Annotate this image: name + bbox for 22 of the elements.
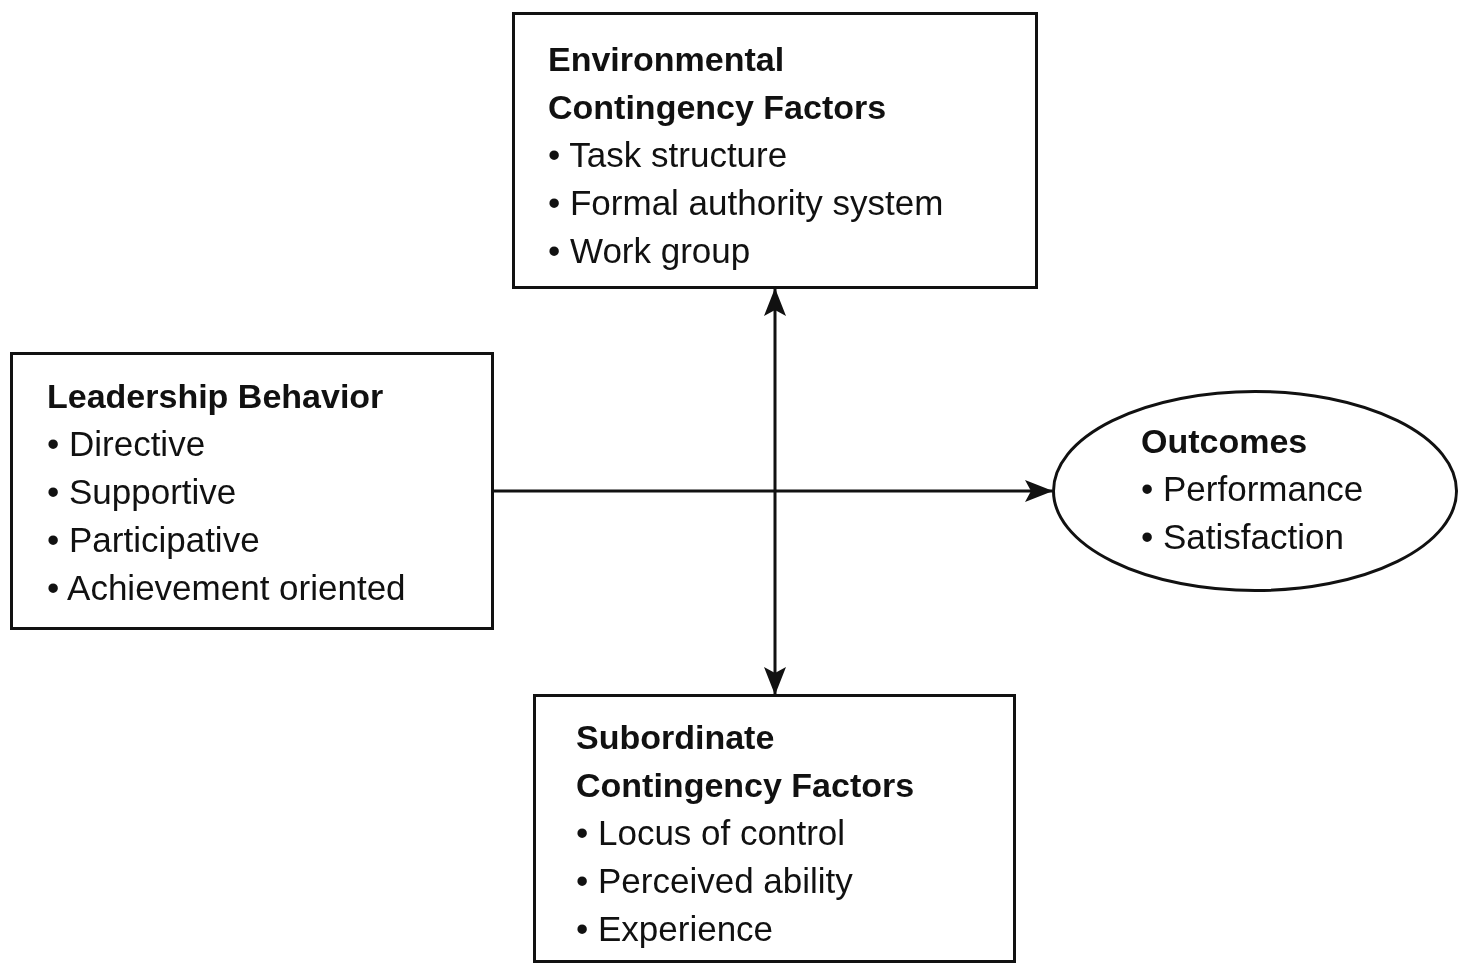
bullet-item: • Achievement oriented	[47, 567, 406, 609]
outcome-ellipse	[1052, 390, 1458, 592]
bullet-item: • Experience	[576, 908, 774, 950]
factor-box	[512, 12, 1038, 289]
bullet-item: • Participative	[47, 519, 260, 561]
bullet-item: • Performance	[1141, 468, 1364, 510]
bullet-item: • Formal authority system	[548, 182, 944, 224]
box-heading: Leadership Behavior	[47, 376, 385, 417]
bullet-item: • Locus of control	[576, 812, 846, 854]
arrow	[764, 288, 786, 695]
factor-box	[10, 352, 494, 630]
box-heading: Environmental Contingency Factors	[548, 39, 888, 128]
box-heading: Outcomes	[1141, 421, 1309, 462]
bullet-item: • Work group	[548, 230, 751, 272]
bullet-item: • Perceived ability	[576, 860, 853, 902]
bullet-item: • Directive	[47, 423, 206, 465]
box-heading: Subordinate Contingency Factors	[576, 717, 916, 806]
factor-box	[533, 694, 1016, 963]
bullet-item: • Supportive	[47, 471, 237, 513]
arrow	[494, 480, 1053, 502]
bullet-item: • Task structure	[548, 134, 788, 176]
bullet-item: • Satisfaction	[1141, 516, 1344, 558]
